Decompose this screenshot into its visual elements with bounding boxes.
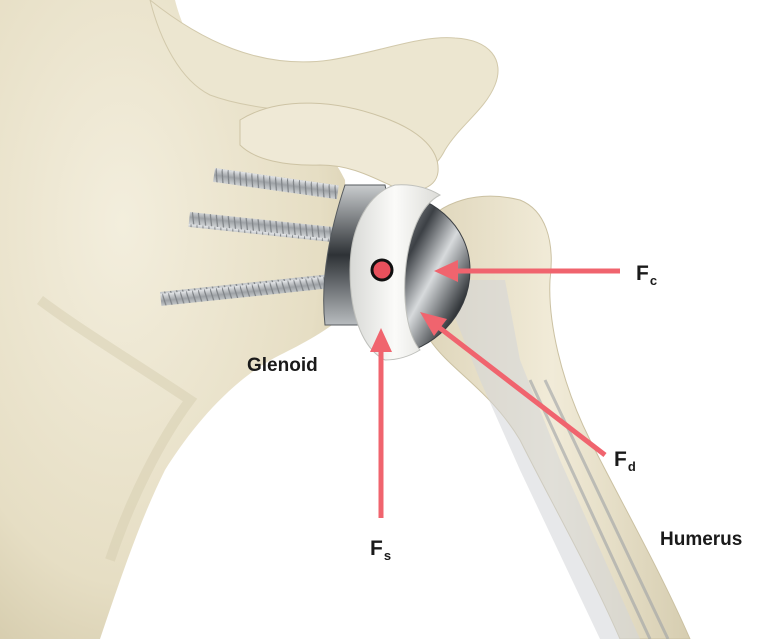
force-symbol-fd: F (614, 448, 627, 471)
glenoid-label: Glenoid (247, 355, 318, 377)
center-of-rotation-marker (372, 260, 392, 280)
force-label-fs: Fs (370, 537, 391, 563)
force-symbol-fc: F (636, 262, 649, 285)
force-symbol-fs: F (370, 537, 383, 560)
force-label-fd: Fd (614, 448, 636, 474)
force-subscript-fc: c (650, 273, 657, 288)
force-subscript-fs: s (384, 548, 391, 563)
force-subscript-fd: d (628, 459, 636, 474)
humerus-label: Humerus (660, 529, 742, 551)
force-label-fc: Fc (636, 262, 657, 288)
